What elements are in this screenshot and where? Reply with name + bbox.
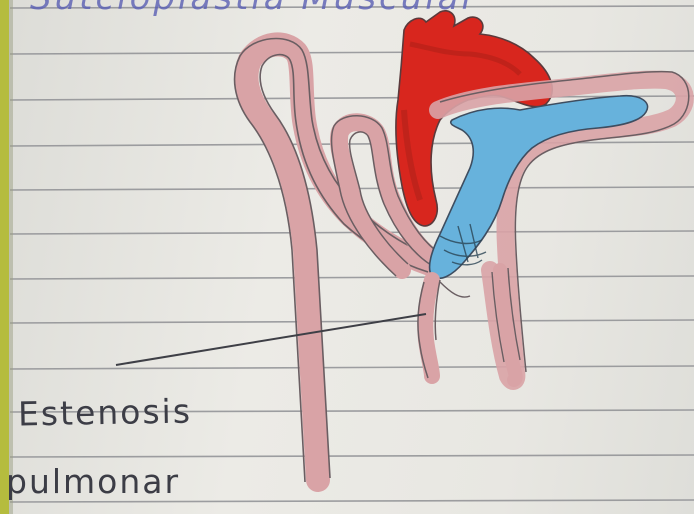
label-pulmonar: pulmonar: [6, 462, 180, 501]
binding-shadow: [9, 0, 13, 514]
header-handwriting: Sutcloplastia Muscular: [30, 0, 479, 18]
notebook-binding-edge: [0, 0, 9, 514]
label-estenosis: Estenosis: [18, 391, 193, 433]
